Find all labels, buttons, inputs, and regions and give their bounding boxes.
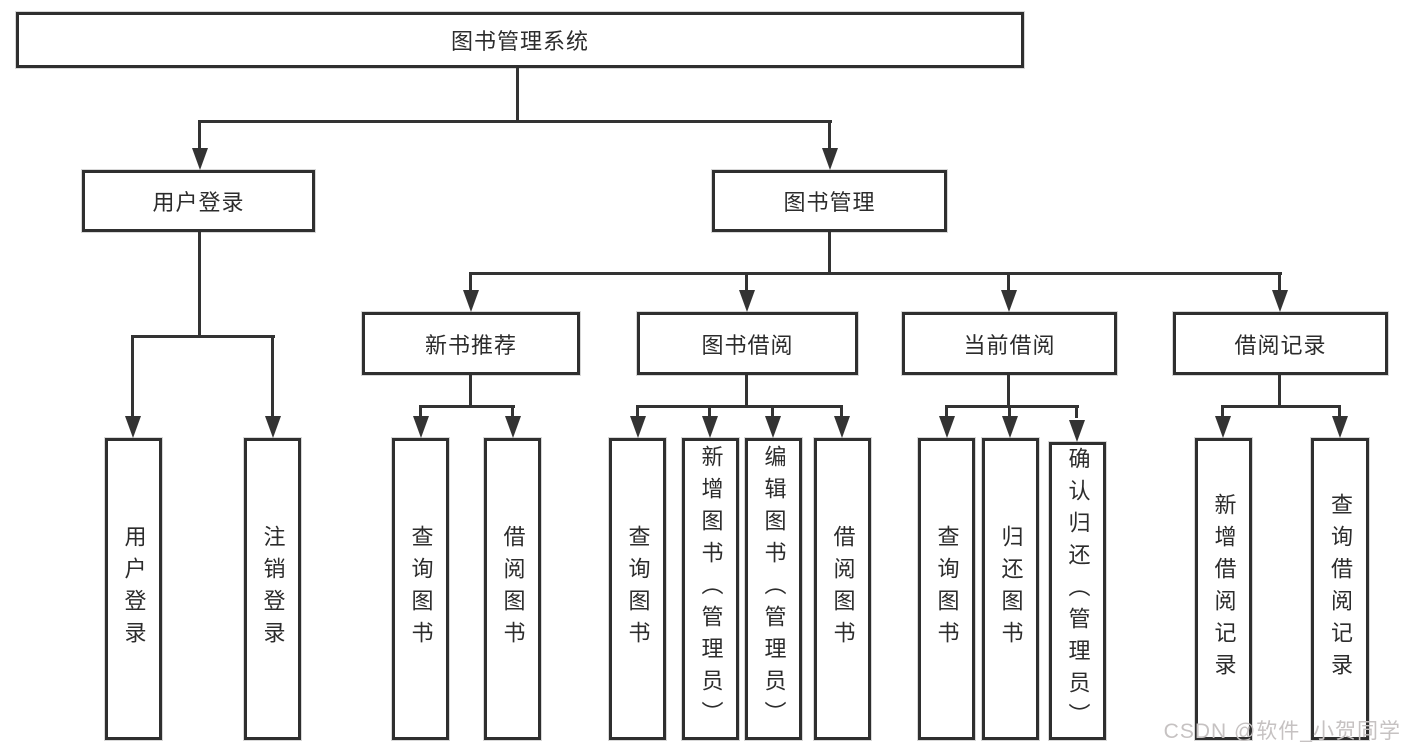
leaf-add-books-admin: 新增图书（管理员） xyxy=(682,438,739,740)
connector-line xyxy=(511,405,514,418)
leaf-query-books-current: 查询图书 xyxy=(918,438,975,740)
connector-line xyxy=(469,272,472,294)
leaf-query-books-borrow: 查询图书 xyxy=(609,438,666,740)
node-label: 借阅记录 xyxy=(1234,332,1327,358)
leaf-logout: 注销登录 xyxy=(244,438,301,740)
csdn-watermark: CSDN @软件_小贺同学 xyxy=(1163,720,1401,743)
arrow-down-icon xyxy=(192,148,208,170)
arrow-down-icon xyxy=(630,416,646,438)
node-label: 查询借阅记录 xyxy=(1328,493,1353,685)
node-current-borrowing: 当前借阅 xyxy=(902,312,1117,375)
node-label: 新增图书（管理员） xyxy=(698,445,724,733)
arrow-down-icon xyxy=(463,290,479,312)
leaf-query-borrow-record: 查询借阅记录 xyxy=(1311,438,1369,740)
arrow-down-icon xyxy=(702,416,718,438)
leaf-borrow-books-recommend: 借阅图书 xyxy=(484,438,541,740)
node-root-library-system: 图书管理系统 xyxy=(16,12,1024,68)
node-borrow-records: 借阅记录 xyxy=(1173,312,1388,375)
arrow-down-icon xyxy=(822,148,838,170)
connector-line xyxy=(745,272,748,294)
arrow-down-icon xyxy=(1069,420,1085,442)
leaf-borrow-books: 借阅图书 xyxy=(814,438,871,740)
connector-line xyxy=(419,405,422,418)
arrow-down-icon xyxy=(834,416,850,438)
arrow-down-icon xyxy=(1002,416,1018,438)
arrow-down-icon xyxy=(413,416,429,438)
leaf-user-login: 用户登录 xyxy=(105,438,162,740)
node-label: 查询图书 xyxy=(625,525,651,653)
connector-line xyxy=(1222,405,1341,408)
connector-line xyxy=(828,120,831,152)
leaf-confirm-return-admin: 确认归还（管理员） xyxy=(1049,442,1106,740)
node-label: 借阅图书 xyxy=(830,525,856,653)
node-label: 新书推荐 xyxy=(424,332,517,358)
node-label: 图书管理系统 xyxy=(450,29,589,54)
connector-line xyxy=(708,405,711,418)
arrow-down-icon xyxy=(1332,416,1348,438)
leaf-add-borrow-record: 新增借阅记录 xyxy=(1195,438,1252,740)
arrow-down-icon xyxy=(505,416,521,438)
arrow-down-icon xyxy=(739,290,755,312)
connector-line xyxy=(945,405,948,418)
arrow-down-icon xyxy=(1272,290,1288,312)
connector-line xyxy=(198,232,201,337)
node-label: 查询图书 xyxy=(408,525,434,653)
node-label: 用户登录 xyxy=(152,190,245,215)
connector-line xyxy=(636,405,639,418)
leaf-query-books-recommend: 查询图书 xyxy=(392,438,449,740)
connector-line xyxy=(771,405,774,418)
connector-line xyxy=(840,405,843,418)
connector-line xyxy=(1221,405,1224,418)
connector-line xyxy=(1338,405,1341,418)
node-label: 图书借阅 xyxy=(701,332,794,358)
connector-line xyxy=(131,335,275,338)
connector-line xyxy=(745,375,748,406)
node-label: 新增借阅记录 xyxy=(1211,493,1237,685)
node-label: 确认归还（管理员） xyxy=(1065,447,1091,735)
connector-line xyxy=(271,335,274,417)
arrow-down-icon xyxy=(125,416,141,438)
connector-line xyxy=(198,120,201,152)
connector-line xyxy=(131,335,134,417)
node-label: 用户登录 xyxy=(121,525,147,653)
node-label: 归还图书 xyxy=(998,525,1024,653)
node-label: 当前借阅 xyxy=(963,332,1056,358)
connector-line xyxy=(946,405,1079,408)
connector-line xyxy=(1278,375,1281,406)
node-book-borrowing: 图书借阅 xyxy=(637,312,858,375)
connector-line xyxy=(1007,272,1010,294)
connector-line xyxy=(637,405,843,408)
node-book-management: 图书管理 xyxy=(712,170,947,232)
connector-line xyxy=(469,272,1282,275)
connector-line xyxy=(420,405,515,408)
node-label: 图书管理 xyxy=(783,190,876,215)
leaf-edit-books-admin: 编辑图书（管理员） xyxy=(745,438,802,740)
connector-line xyxy=(469,375,472,406)
arrow-down-icon xyxy=(765,416,781,438)
connector-line xyxy=(1007,375,1010,406)
arrow-down-icon xyxy=(1001,290,1017,312)
leaf-return-books: 归还图书 xyxy=(982,438,1039,740)
arrow-down-icon xyxy=(265,416,281,438)
connector-line xyxy=(198,120,832,123)
node-label: 借阅图书 xyxy=(500,525,526,653)
arrow-down-icon xyxy=(939,416,955,438)
arrow-down-icon xyxy=(1215,416,1231,438)
node-new-book-recommend: 新书推荐 xyxy=(362,312,580,375)
connector-line xyxy=(828,232,831,274)
connector-line xyxy=(1008,405,1011,418)
node-label: 编辑图书（管理员） xyxy=(761,445,787,733)
node-user-login: 用户登录 xyxy=(82,170,315,232)
connector-line xyxy=(1278,272,1281,294)
node-label: 注销登录 xyxy=(260,525,286,653)
connector-line xyxy=(1075,405,1078,418)
node-label: 查询图书 xyxy=(934,525,960,653)
connector-line xyxy=(516,68,519,122)
